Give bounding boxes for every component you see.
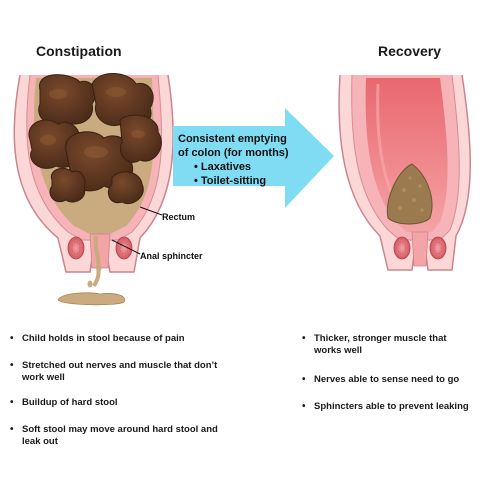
list-item: Nerves able to sense need to go	[302, 374, 474, 386]
sphincter-leader-line	[111, 239, 141, 255]
sphincter-right-constipation	[115, 236, 133, 260]
rectum-leader-line	[139, 206, 163, 216]
anal-sphincter-label: Anal sphincter	[140, 251, 203, 261]
list-item: Sphincters able to prevent leaking	[302, 401, 474, 413]
arrow-line-2: of colon (for months)	[178, 147, 289, 159]
list-item: Thicker, stronger muscle that works well	[302, 333, 474, 357]
arrow-bullet-laxatives: • Laxatives	[194, 161, 252, 173]
rectum-label: Rectum	[162, 212, 196, 222]
recovery-rectum-drawing	[338, 74, 471, 271]
sphincter-left-constipation	[67, 236, 85, 260]
arrow-line-1: Consistent emptying	[178, 133, 287, 145]
list-item: Stretched out nerves and muscle that don…	[10, 360, 230, 384]
arrow-bullet-toilet-sitting: • Toilet-sitting	[194, 175, 267, 187]
sphincter-right-recovery	[429, 236, 447, 260]
constipation-bullet-list: Child holds in stool because of pain Str…	[10, 333, 230, 463]
constipation-title: Constipation	[36, 43, 122, 59]
progress-arrow	[173, 108, 334, 208]
list-item: Child holds in stool because of pain	[10, 333, 230, 345]
recovery-bullet-list: Thicker, stronger muscle that works well…	[302, 333, 474, 428]
leaked-stool-puddle	[57, 292, 126, 306]
sphincter-left-recovery	[393, 236, 411, 260]
list-item: Buildup of hard stool	[10, 397, 230, 409]
list-item: Soft stool may move around hard stool an…	[10, 424, 230, 448]
arrow-caption: Consistent emptying of colon (for months…	[178, 132, 328, 188]
constipation-rectum-drawing	[13, 73, 174, 306]
hard-stool-mass	[28, 73, 162, 204]
recovery-title: Recovery	[378, 43, 442, 59]
